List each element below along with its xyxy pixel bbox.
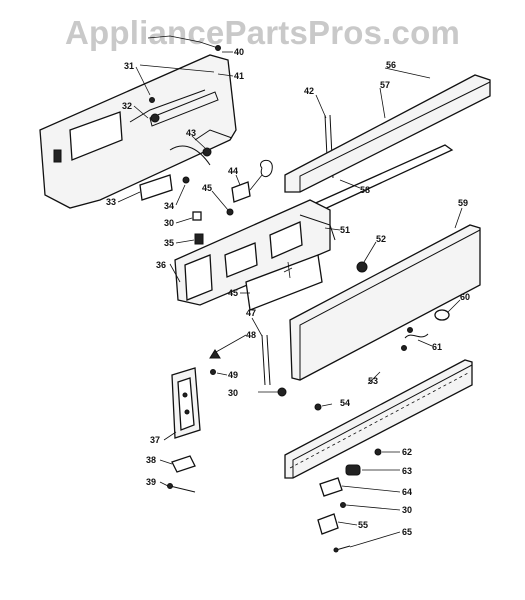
handle-51 [299, 214, 336, 241]
knob-34 [182, 176, 190, 184]
part-63 [345, 464, 361, 476]
spring-61 [404, 333, 429, 339]
part-45a [226, 208, 234, 216]
switch-44 [231, 181, 251, 203]
bracket-33 [139, 174, 173, 201]
grommet-43 [202, 147, 212, 157]
wire-44 [249, 174, 263, 191]
screw-48 [209, 349, 221, 359]
knob-60 [434, 309, 450, 321]
callout-30: 30 [164, 218, 174, 228]
callout-61: 61 [432, 342, 442, 352]
callout-40: 40 [234, 47, 244, 57]
knob-52 [356, 261, 368, 273]
back-panel [39, 54, 237, 209]
coil-44 [260, 159, 273, 177]
callout-58: 58 [360, 185, 370, 195]
callout-65: 65 [402, 527, 412, 537]
callout-33: 33 [106, 197, 116, 207]
screw-40 [215, 45, 221, 51]
callout-60: 60 [460, 292, 470, 302]
lower-trim-53 [284, 359, 473, 479]
screw-54 [314, 403, 322, 411]
callout-49: 49 [228, 370, 238, 380]
callout-45a: 45 [202, 183, 212, 193]
callout-51: 51 [340, 225, 350, 235]
callout-38: 38 [146, 455, 156, 465]
callout-63: 63 [402, 466, 412, 476]
callout-64: 64 [402, 487, 412, 497]
screw-62 [374, 448, 382, 456]
callout-62: 62 [402, 447, 412, 457]
top-wire [147, 35, 219, 49]
leader-lines [117, 51, 463, 548]
callout-48: 48 [246, 330, 256, 340]
callout-47: 47 [246, 308, 256, 318]
callout-44: 44 [228, 166, 238, 176]
front-panel-59 [289, 224, 481, 381]
top-trim-57 [284, 74, 491, 193]
callout-41: 41 [234, 71, 244, 81]
rod-47 [261, 334, 266, 386]
callout-36: 36 [156, 260, 166, 270]
callout-32: 32 [122, 101, 132, 111]
clip-30 [192, 211, 202, 221]
callout-52: 52 [376, 234, 386, 244]
overlay-plate-45 [245, 254, 323, 311]
callout-39: 39 [146, 477, 156, 487]
screw-30b [277, 387, 287, 397]
callout-59: 59 [458, 198, 468, 208]
callout-43: 43 [186, 128, 196, 138]
callout-45b: 45 [228, 288, 238, 298]
callout-35: 35 [164, 238, 174, 248]
washer-49 [210, 369, 216, 375]
callout-53: 53 [368, 376, 378, 386]
callout-30c: 30 [402, 505, 412, 515]
control-panel [174, 199, 331, 306]
callout-30b: 30 [228, 388, 238, 398]
bracket-37 [171, 367, 201, 439]
callout-56: 56 [386, 60, 396, 70]
callout-34: 34 [164, 201, 174, 211]
part-64 [319, 477, 343, 497]
screw-31 [149, 97, 155, 103]
part-55 [317, 513, 339, 535]
clip-38 [171, 455, 196, 473]
callout-54: 54 [340, 398, 350, 408]
screw-30c [340, 502, 346, 508]
clip-35 [194, 233, 204, 245]
wire-43 [169, 145, 211, 166]
callout-37: 37 [150, 435, 160, 445]
callout-55: 55 [358, 520, 368, 530]
callout-42: 42 [304, 86, 314, 96]
callout-31: 31 [124, 61, 134, 71]
callout-labels: 31 32 33 34 30 35 36 37 38 39 40 41 42 4… [106, 47, 470, 537]
screw-39 [169, 485, 196, 493]
callout-57: 57 [380, 80, 390, 90]
watermark-text: AppliancePartsPros.com [64, 14, 461, 51]
